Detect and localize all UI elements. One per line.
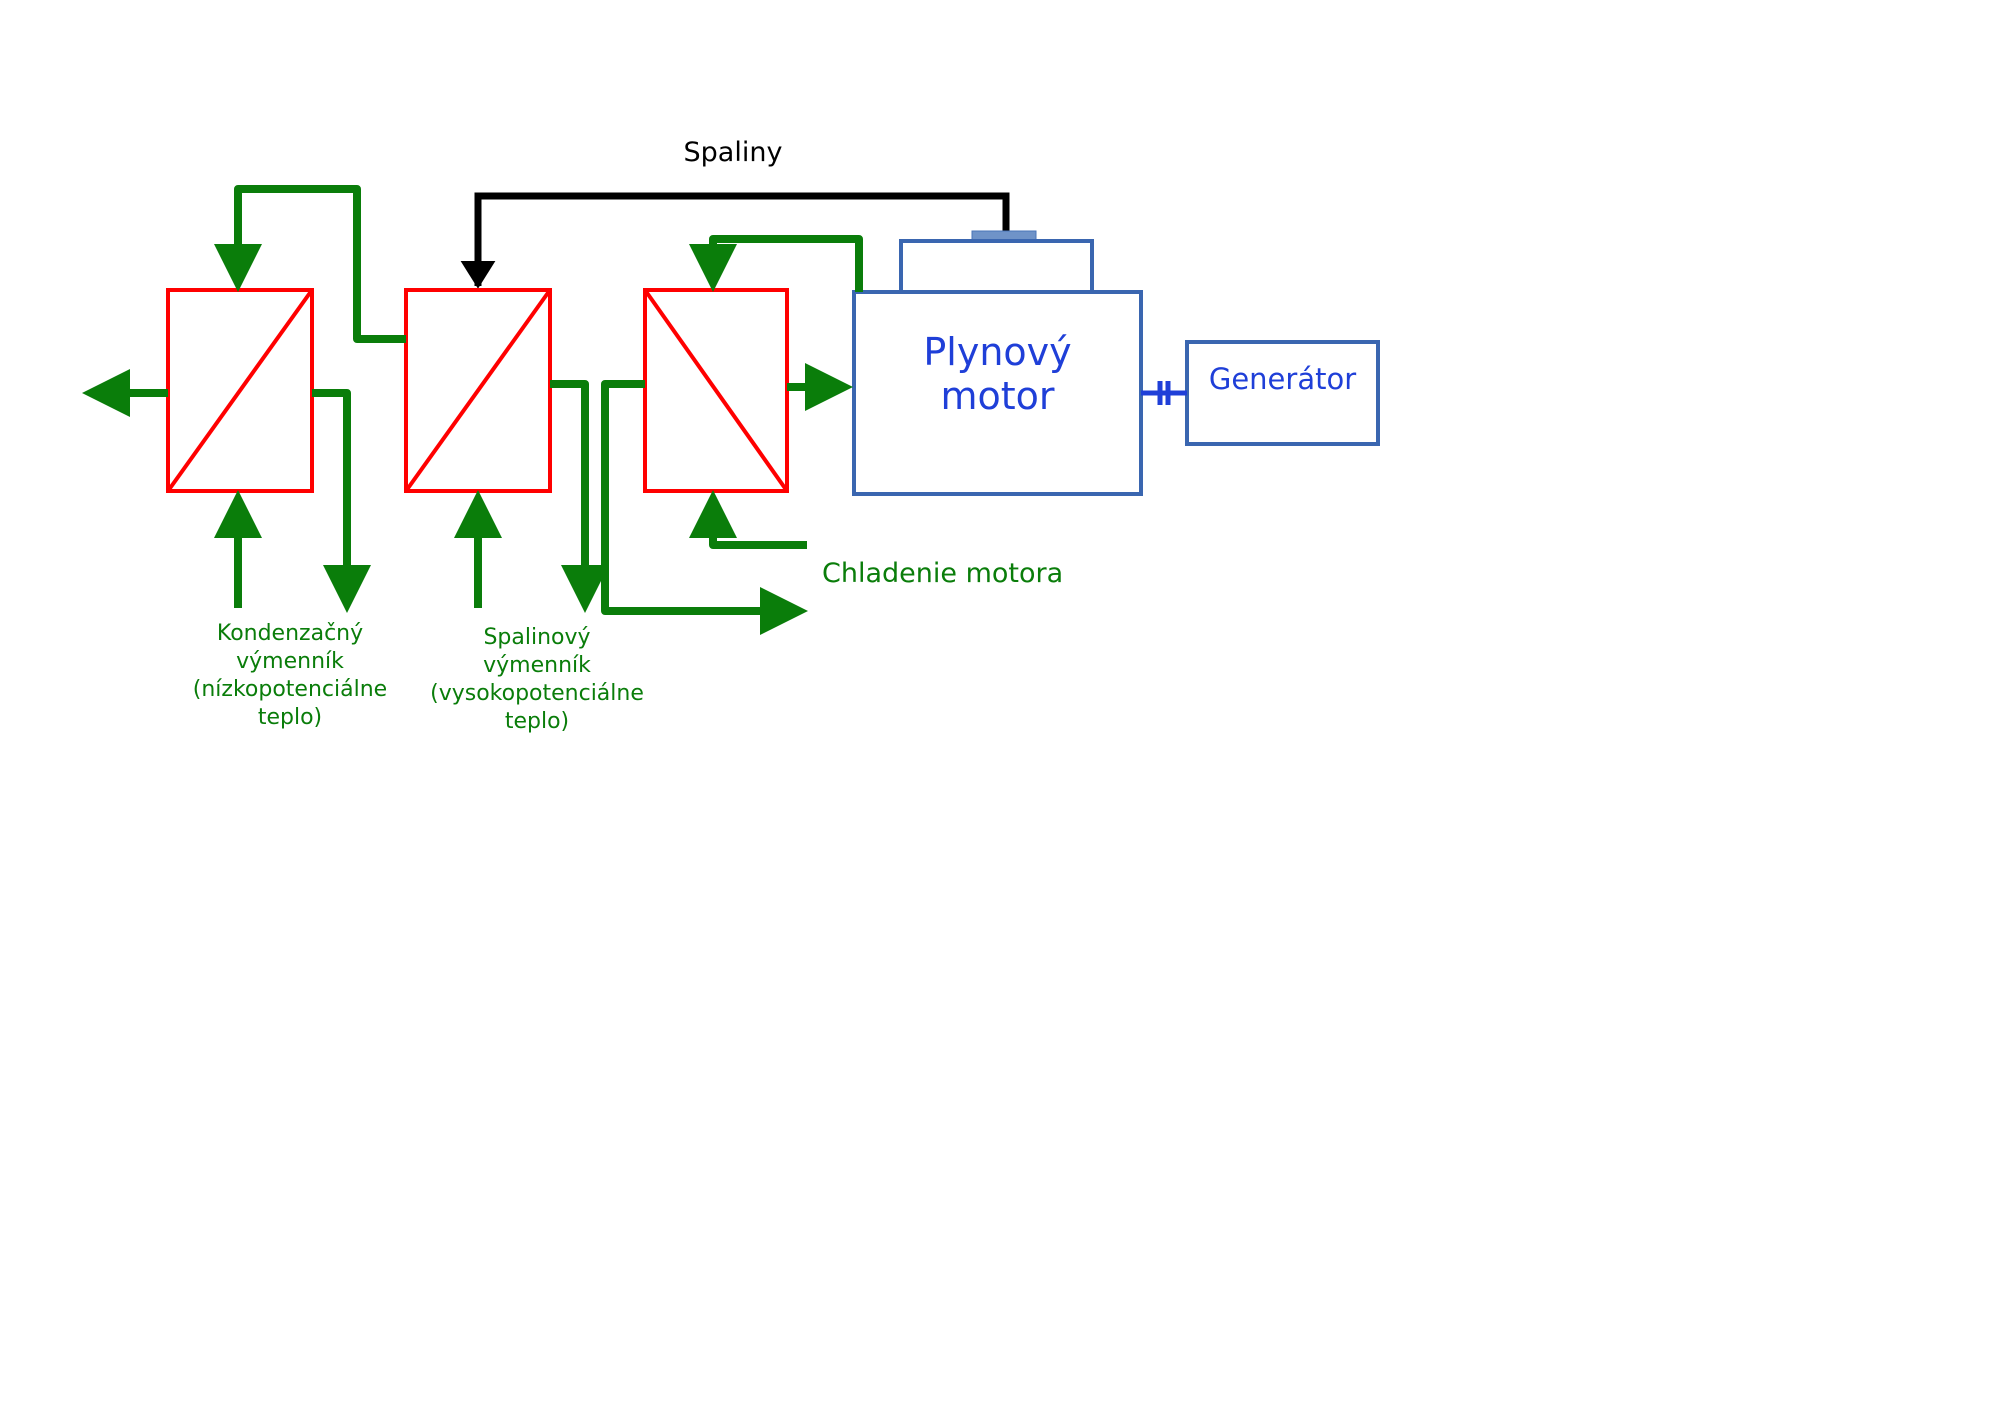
condensing-exchanger-label: Kondenzačný výmenník (nízkopotenciálne t… — [170, 620, 410, 732]
flue-gas-exchanger — [404, 288, 552, 493]
engine-to-cooling-line — [689, 235, 863, 292]
condensing-label-line1: Kondenzačný — [216, 621, 364, 646]
flue-exchanger-label-line2: výmenník — [483, 653, 591, 678]
cooling-output-line — [601, 380, 808, 635]
flue-exchanger-label-line4: teplo) — [504, 709, 570, 734]
flue-gas-exchanger-label: Spalinový výmenník (vysokopotenciálne te… — [407, 624, 667, 736]
flue-exchanger-return-arrow — [550, 380, 609, 613]
flue-gas-line — [460, 192, 1010, 289]
gas-engine — [852, 230, 1143, 496]
condensing-label-line2: výmenník — [236, 649, 344, 674]
condensing-return-arrow — [312, 389, 371, 613]
gas-engine-label: Plynový motor — [854, 330, 1141, 418]
loop-line-1-2 — [214, 185, 406, 343]
shaft-coupling — [1141, 381, 1187, 405]
gas-engine-label-line1: Plynový — [923, 330, 1072, 374]
flue-exchanger-label-line1: Spalinový — [483, 625, 591, 650]
condensing-label-line3: (nízkopotenciálne — [192, 677, 388, 702]
engine-cooling-exchanger — [643, 288, 789, 493]
flue-exchanger-label-line3: (vysokopotenciálne — [430, 681, 644, 706]
engine-cooling-inlet-arrow — [689, 490, 807, 549]
gas-engine-label-line2: motor — [940, 374, 1055, 418]
engine-cooling-label: Chladenie motora — [822, 558, 1064, 589]
condensing-exchanger — [166, 288, 314, 493]
generator-label: Generátor — [1208, 362, 1357, 396]
condensing-label-line4: teplo) — [257, 705, 323, 730]
flue-gas-label: Spaliny — [683, 137, 783, 168]
